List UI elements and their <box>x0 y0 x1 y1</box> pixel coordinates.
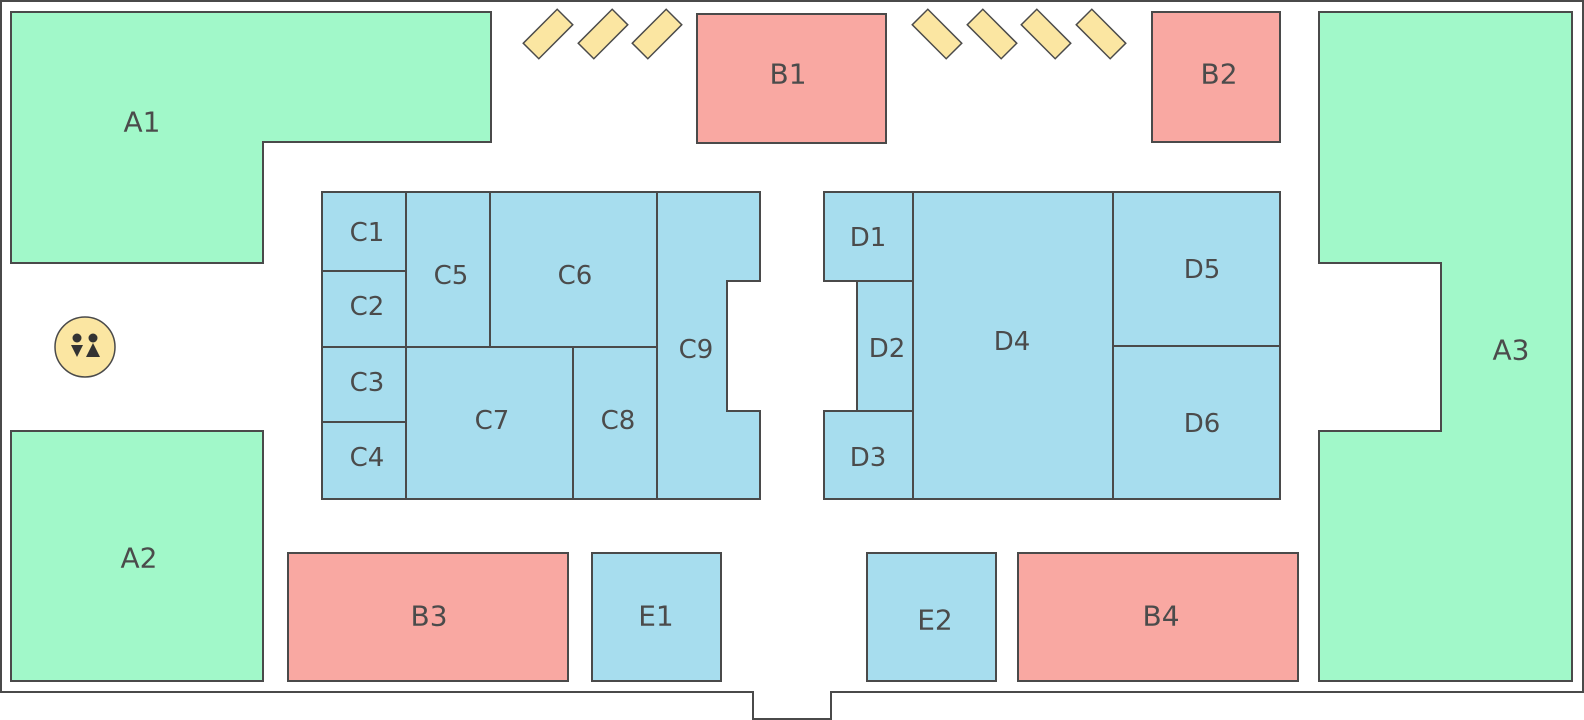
room-a2-label: A2 <box>121 542 158 575</box>
restroom-icon[interactable] <box>54 316 116 378</box>
kiosk-marker-icon[interactable] <box>911 8 963 60</box>
room-c9-label: C9 <box>679 335 714 365</box>
room-d3[interactable]: D3 <box>823 410 914 500</box>
room-a3-label: A3 <box>1493 334 1530 367</box>
room-c6-label: C6 <box>558 261 593 291</box>
room-c7-label: C7 <box>475 406 510 436</box>
room-c1[interactable]: C1 <box>321 191 407 272</box>
room-c7[interactable]: C7 <box>405 346 574 500</box>
room-d6-label: D6 <box>1184 409 1221 439</box>
room-b2[interactable]: B2 <box>1151 11 1281 143</box>
room-b2-label: B2 <box>1200 58 1237 91</box>
room-d2-label: D2 <box>869 334 906 364</box>
room-d6[interactable]: D6 <box>1112 345 1281 500</box>
room-e1-label: E1 <box>638 600 674 633</box>
room-a2[interactable]: A2 <box>10 430 264 682</box>
kiosk-marker-icon[interactable] <box>577 8 629 60</box>
kiosk-marker-icon[interactable] <box>631 8 683 60</box>
room-e2-label: E2 <box>917 604 953 637</box>
room-e1[interactable]: E1 <box>591 552 722 682</box>
room-d2[interactable]: D2 <box>856 280 914 412</box>
room-e2[interactable]: E2 <box>866 552 997 682</box>
room-a1[interactable]: A1 <box>10 11 492 264</box>
room-c4-label: C4 <box>350 443 385 473</box>
room-d1-label: D1 <box>850 223 887 253</box>
room-c5-label: C5 <box>434 261 469 291</box>
room-d1[interactable]: D1 <box>823 191 914 282</box>
room-c2[interactable]: C2 <box>321 270 407 348</box>
room-a3[interactable]: A3 <box>1318 11 1573 682</box>
room-d3-label: D3 <box>850 443 887 473</box>
room-b1-label: B1 <box>769 58 806 91</box>
room-c8-label: C8 <box>601 406 636 436</box>
room-d4-label: D4 <box>994 327 1031 357</box>
kiosk-marker-icon[interactable] <box>1075 8 1127 60</box>
kiosk-marker-icon[interactable] <box>1020 8 1072 60</box>
room-c8[interactable]: C8 <box>572 346 658 500</box>
kiosk-marker-icon[interactable] <box>966 8 1018 60</box>
room-b1[interactable]: B1 <box>696 13 887 144</box>
room-d5-label: D5 <box>1184 255 1221 285</box>
room-a1-label: A1 <box>124 106 161 139</box>
room-c4[interactable]: C4 <box>321 421 407 500</box>
room-b4[interactable]: B4 <box>1017 552 1299 682</box>
room-d5[interactable]: D5 <box>1112 191 1281 347</box>
room-c6[interactable]: C6 <box>489 191 658 348</box>
room-c3[interactable]: C3 <box>321 346 407 423</box>
room-c1-label: C1 <box>350 218 385 248</box>
room-b4-label: B4 <box>1142 600 1179 633</box>
room-c3-label: C3 <box>350 368 385 398</box>
room-c5[interactable]: C5 <box>405 191 491 348</box>
room-b3-label: B3 <box>410 600 447 633</box>
room-c2-label: C2 <box>350 292 385 322</box>
kiosk-marker-icon[interactable] <box>522 8 574 60</box>
room-c9[interactable]: C9 <box>656 191 761 500</box>
room-b3[interactable]: B3 <box>287 552 569 682</box>
room-d4[interactable]: D4 <box>912 191 1114 500</box>
